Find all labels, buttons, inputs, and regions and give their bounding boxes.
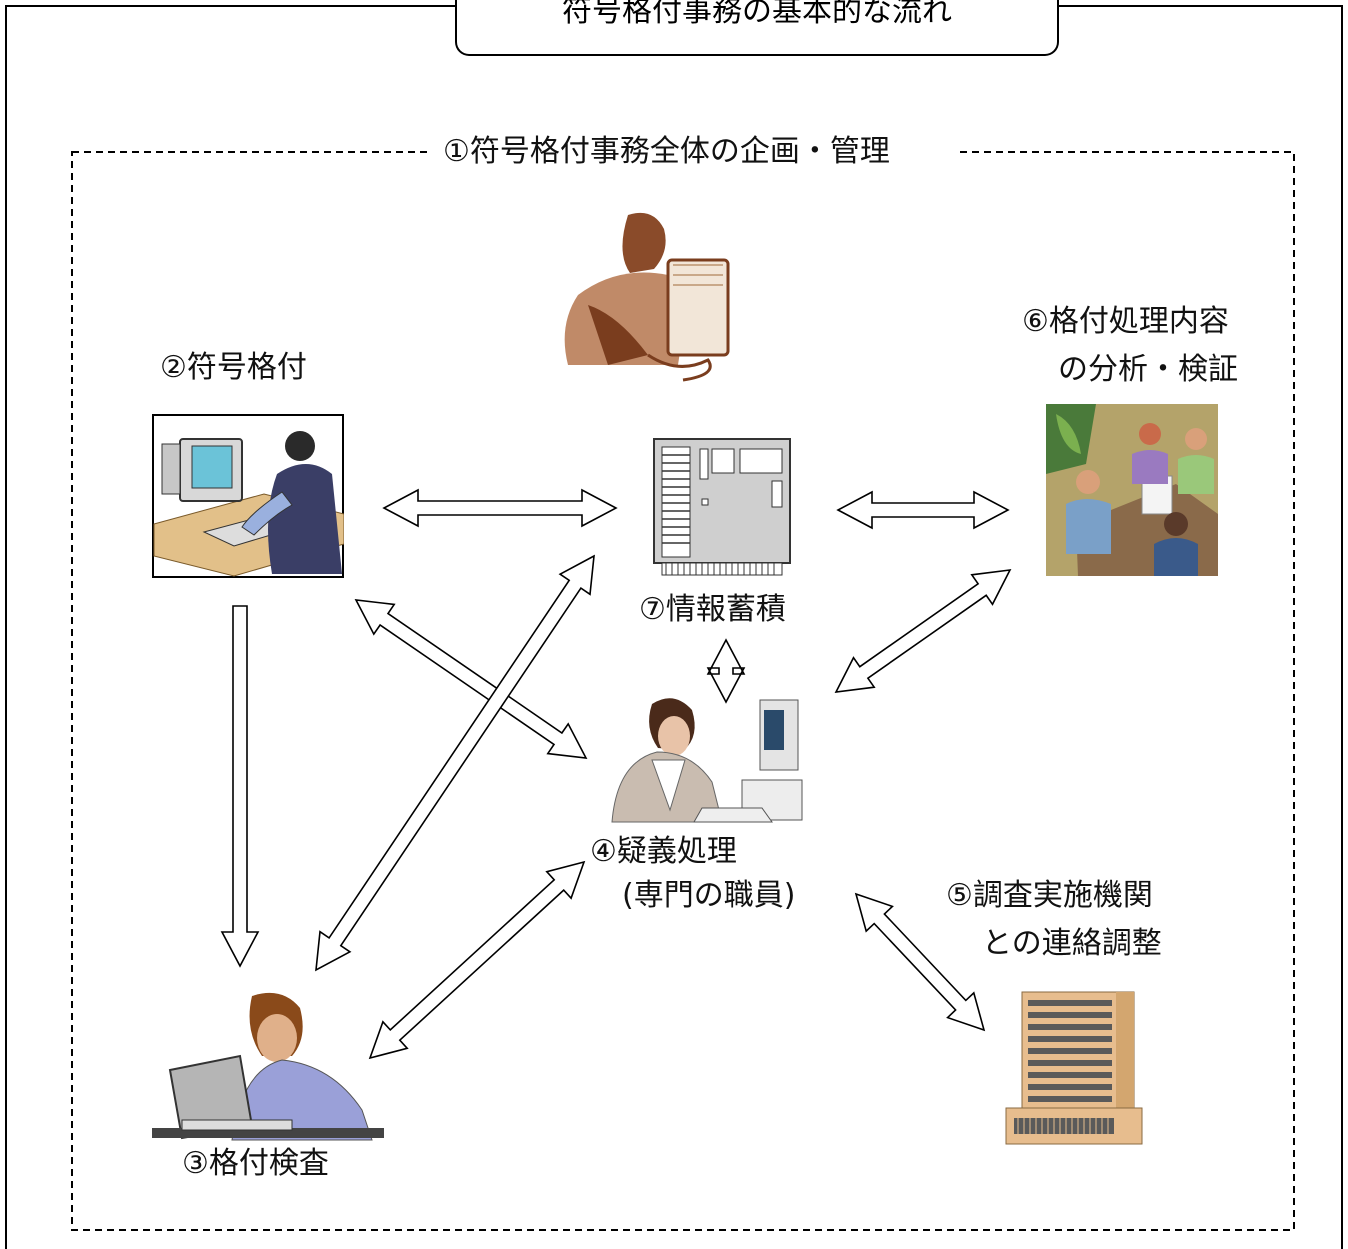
management-group-border: [71, 151, 1295, 1231]
node-label-inspection: ③格付検査: [182, 1146, 329, 1181]
arrow-query-inspection: [368, 860, 586, 1060]
arrow-coding-inspection: [220, 605, 260, 968]
arrow-storage-query: [706, 638, 746, 704]
building-clipart-icon: [1005, 991, 1143, 1145]
arrow-coding-storage: [382, 488, 618, 528]
server-clipart-icon: [653, 438, 791, 576]
node-label-query-line1: ④疑義処理: [590, 834, 737, 869]
arrow-analysis-query: [834, 569, 1012, 693]
laptop-user-clipart-icon: [152, 992, 384, 1141]
arrow-storage-inspection: [315, 554, 595, 972]
arrows-layer: [220, 488, 1012, 1060]
arrow-query-liaison: [854, 892, 986, 1032]
node-label-query-line2: (専門の職員): [622, 878, 796, 913]
arrow-storage-analysis: [836, 490, 1010, 530]
node-label-liaison-line1: ⑤調査実施機関: [946, 878, 1153, 913]
analyst-clipart-icon: [611, 698, 803, 823]
group-label: ①符号格付事務全体の企画・管理: [443, 134, 890, 169]
typist-clipart-icon: [152, 414, 344, 578]
node-label-analysis-line1: ⑥格付処理内容: [1022, 304, 1229, 339]
manager-clipart-icon: [564, 212, 730, 382]
arrow-coding-query: [354, 599, 588, 759]
node-label-liaison-line2: との連絡調整: [982, 926, 1162, 961]
node-label-storage: ⑦情報蓄積: [639, 592, 786, 627]
node-label-coding: ②符号格付: [160, 350, 307, 385]
group-label-mask: [430, 140, 960, 170]
diagram-title: 符号格付事務の基本的な流れ: [562, 0, 952, 29]
title-box: 符号格付事務の基本的な流れ: [455, 0, 1059, 56]
node-label-analysis-line2: の分析・検証: [1058, 352, 1238, 387]
meeting-clipart-icon: [1046, 404, 1218, 576]
